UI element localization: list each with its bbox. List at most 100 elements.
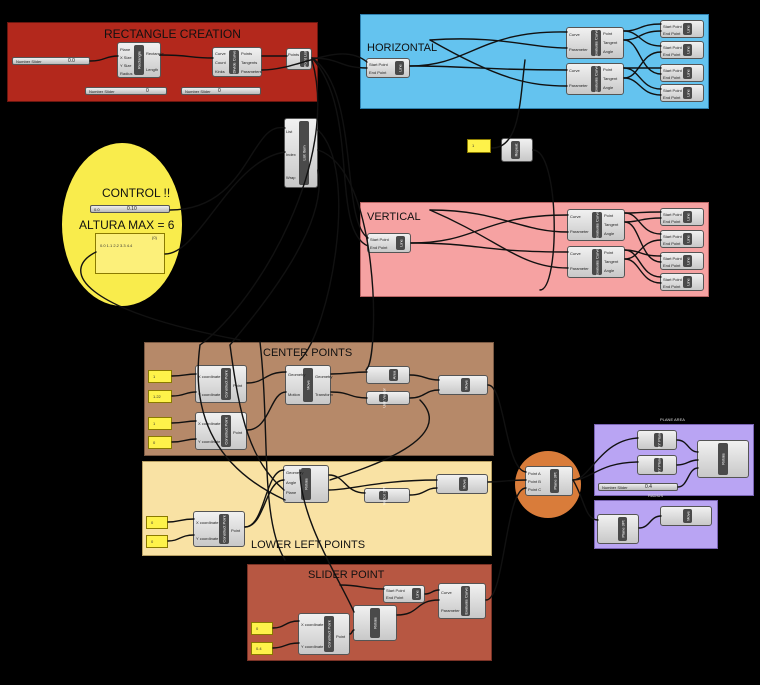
output-pin[interactable]: Rectangle [146, 51, 165, 56]
output-pin[interactable]: Angle [604, 231, 615, 236]
input-pin[interactable]: Curve [441, 590, 452, 595]
output-pin[interactable]: Point [604, 213, 614, 218]
input-pin[interactable]: X coordinate [198, 374, 221, 379]
input-pin[interactable]: Geometry [286, 470, 304, 475]
input-pin[interactable]: Index [286, 152, 296, 157]
input-pin[interactable]: Y coordinate [198, 392, 221, 397]
output-pin[interactable]: Geometry [315, 374, 333, 379]
input-pin[interactable]: End Point [663, 284, 681, 289]
value-panel[interactable]: 1.22 [148, 390, 172, 403]
plane-3pt-component[interactable]: Plane 3Pt Point A Point B Point C [525, 466, 573, 496]
number-slider-control[interactable]: 0.0 0.10 [90, 205, 170, 213]
input-pin[interactable]: End Point [369, 70, 387, 75]
rotate-component[interactable]: Rotate Geometry Angle Plane [283, 465, 329, 503]
input-pin[interactable]: Start Point [370, 237, 389, 242]
value-panel[interactable]: 0 [251, 622, 273, 635]
rectangle-component[interactable]: Rectangle Plane X Size Y Size Radius Rec… [117, 42, 165, 78]
input-pin[interactable]: Parameter [569, 47, 588, 52]
input-pin[interactable]: End Point [370, 245, 388, 250]
input-pin[interactable]: Angle [286, 480, 297, 485]
input-pin[interactable]: Curve [570, 251, 581, 256]
output-pin[interactable]: Points [241, 51, 253, 56]
rotate-component[interactable]: Rotate [697, 440, 749, 478]
value-panel[interactable]: 0 [148, 436, 172, 449]
group-control[interactable] [62, 143, 182, 306]
value-panel[interactable]: 1 [467, 139, 491, 153]
input-pin[interactable]: Start Point [663, 24, 682, 29]
input-pin[interactable]: Motion [288, 392, 301, 397]
input-pin[interactable]: List [286, 129, 293, 134]
input-pin[interactable]: X coordinate [196, 520, 219, 525]
input-pin[interactable]: End Point [663, 31, 681, 36]
value-panel[interactable]: 0 [146, 516, 168, 529]
plane-3pt-component[interactable]: Plane 3Pt [597, 514, 639, 544]
value-panel[interactable]: 0 [146, 535, 168, 548]
input-pin[interactable]: Count [215, 60, 226, 65]
input-pin[interactable]: Plane [286, 490, 297, 495]
input-pin[interactable]: Plane [120, 47, 131, 52]
value-panel[interactable]: 0.4 [251, 642, 273, 655]
input-pin[interactable]: Parameter [441, 608, 460, 613]
move-component[interactable]: Move [660, 506, 712, 526]
input-pin[interactable]: End Point [386, 595, 404, 600]
evaluate-curve-component[interactable]: Evaluate Curve Curve Parameter Point Tan… [566, 27, 624, 59]
input-pin[interactable]: Start Point [386, 588, 405, 593]
input-pin[interactable]: Start Point [663, 256, 682, 261]
vector-component[interactable]: Vector 2Pt [364, 486, 410, 505]
input-pin[interactable]: Start Point [369, 62, 388, 67]
input-pin[interactable]: Curve [570, 214, 581, 219]
output-pin[interactable]: Point [233, 383, 243, 388]
input-pin[interactable]: Points [288, 52, 300, 57]
input-pin[interactable]: End Point [663, 219, 681, 224]
input-pin[interactable]: Start Point [663, 45, 682, 50]
input-pin[interactable]: End Point [663, 263, 681, 268]
input-pin[interactable]: Y coordinate [198, 439, 221, 444]
input-pin[interactable]: Geometry [288, 372, 306, 377]
move-component[interactable]: Move Geometry Motion Geometry Transform [285, 365, 333, 405]
output-pin[interactable]: Tangent [604, 259, 619, 264]
output-pin[interactable]: Point [603, 31, 613, 36]
number-slider-rect-b2[interactable]: Number Slider 0 [181, 87, 261, 95]
area-component[interactable]: Area [366, 366, 410, 384]
output-pin[interactable]: Point [336, 634, 346, 639]
output-pin[interactable]: Point [233, 430, 243, 435]
output-pin[interactable]: Length [146, 67, 159, 72]
input-pin[interactable]: End Point [663, 52, 681, 57]
input-pin[interactable]: Y Size [120, 63, 132, 68]
input-pin[interactable]: Start Point [663, 212, 682, 217]
output-pin[interactable]: Parameters [241, 69, 262, 74]
input-pin[interactable]: Y coordinate [301, 644, 324, 649]
input-pin[interactable]: Y coordinate [196, 536, 219, 541]
input-pin[interactable]: Parameter [570, 266, 589, 271]
output-pin[interactable]: Tangent [603, 76, 618, 81]
input-pin[interactable]: Point C [528, 487, 542, 492]
input-pin[interactable]: Start Point [663, 277, 682, 282]
output-pin[interactable]: Point [231, 528, 241, 533]
evaluate-curve-component[interactable]: Evaluate Curve Curve Parameter Point Tan… [567, 246, 625, 278]
output-pin[interactable]: Point [604, 250, 614, 255]
output-pin[interactable]: Tangents [241, 60, 258, 65]
output-pin[interactable]: Point [603, 67, 613, 72]
control-panel[interactable]: {0} 0.0 1.1 2.2 3.3 4.4 [95, 233, 165, 274]
evaluate-curve-component[interactable]: Evaluate Curve Curve Parameter Point Tan… [566, 63, 624, 95]
input-pin[interactable]: X coordinate [198, 421, 221, 426]
input-pin[interactable]: End Point [663, 241, 681, 246]
input-pin[interactable]: Curve [569, 68, 580, 73]
input-pin[interactable]: Start Point [663, 88, 682, 93]
input-pin[interactable]: Wrap [286, 175, 296, 180]
input-pin[interactable]: Start Point [663, 234, 682, 239]
input-pin[interactable]: X Size [120, 55, 132, 60]
divide-curve-component[interactable]: Divide Curve Curve Count Kinks Points Ta… [212, 47, 262, 77]
output-pin[interactable]: Angle [603, 85, 614, 90]
output-pin[interactable]: Angle [603, 49, 614, 54]
input-pin[interactable]: Radius [120, 71, 133, 76]
value-panel[interactable]: 1 [148, 370, 172, 383]
